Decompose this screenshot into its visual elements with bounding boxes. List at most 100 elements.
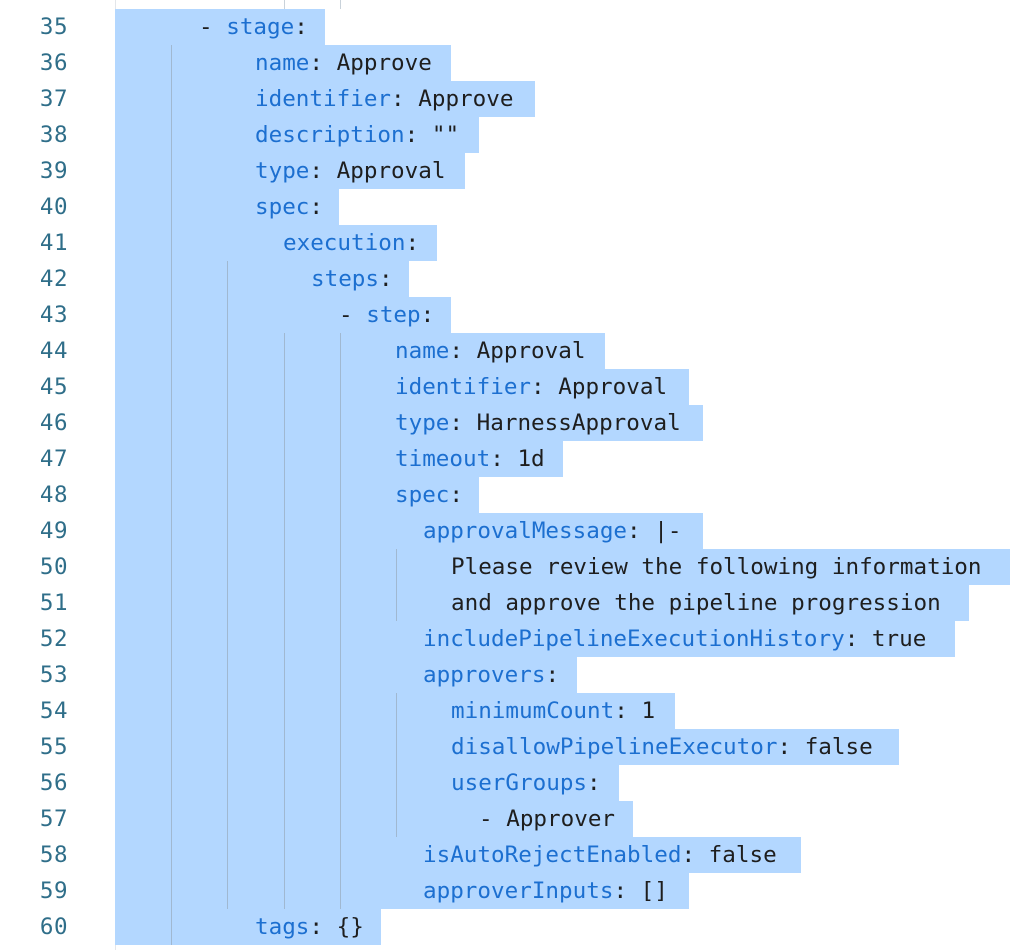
- indent-guide: [396, 549, 397, 585]
- selection-highlight: [115, 333, 605, 369]
- code-line[interactable]: 57- Approver: [0, 801, 1022, 837]
- line-number: 60: [39, 914, 68, 940]
- yaml-key: timeout: [395, 446, 491, 472]
- yaml-key: spec: [395, 482, 450, 508]
- yaml-value: Approve: [418, 86, 514, 112]
- yaml-colon: :: [449, 410, 477, 436]
- indent-guide: [284, 405, 285, 441]
- line-number: 38: [39, 122, 68, 148]
- yaml-value: Approval: [558, 374, 668, 400]
- code-text: approvers:: [423, 657, 559, 693]
- indent-guide: [284, 621, 285, 657]
- code-text: steps:: [311, 261, 393, 297]
- line-number: 43: [39, 302, 68, 328]
- line-number: 39: [39, 158, 68, 184]
- indent-guide: [227, 297, 228, 333]
- selection-highlight: [115, 189, 339, 225]
- code-line[interactable]: 46 type: HarnessApproval: [0, 405, 1022, 441]
- list-dash: -: [199, 14, 227, 40]
- yaml-colon: :: [545, 662, 560, 688]
- code-line[interactable]: 35- stage:: [0, 9, 1022, 45]
- code-line[interactable]: 43- step:: [0, 297, 1022, 333]
- yaml-value: 1: [641, 698, 656, 724]
- indent-guide: [171, 585, 172, 621]
- code-text: execution:: [283, 225, 419, 261]
- yaml-colon: :: [627, 518, 655, 544]
- yaml-value: Approver: [506, 806, 616, 832]
- indent-guide: [284, 477, 285, 513]
- line-number: 37: [39, 86, 68, 112]
- yaml-colon: :: [309, 158, 337, 184]
- yaml-key: name: [395, 338, 450, 364]
- indent-guide: [171, 657, 172, 693]
- selection-highlight: [115, 657, 577, 693]
- selection-highlight: [115, 117, 479, 153]
- indent-guide: [171, 765, 172, 801]
- yaml-value: and approve the pipeline progression: [451, 590, 941, 616]
- indent-guide: [171, 225, 172, 261]
- indent-guide: [171, 549, 172, 585]
- code-line[interactable]: 42 steps:: [0, 261, 1022, 297]
- indent-guide: [171, 81, 172, 117]
- yaml-value: Approval: [336, 158, 446, 184]
- indent-guide: [227, 333, 228, 369]
- indent-guide: [340, 549, 341, 585]
- yaml-key: disallowPipelineExecutor: [451, 734, 778, 760]
- code-text: approverInputs: []: [423, 873, 668, 909]
- indent-guide: [171, 189, 172, 225]
- line-number: 56: [39, 770, 68, 796]
- yaml-key: identifier: [395, 374, 532, 400]
- selection-highlight: [115, 477, 479, 513]
- indent-guide: [340, 513, 341, 549]
- yaml-key: userGroups: [451, 770, 588, 796]
- yaml-key: includePipelineExecutionHistory: [423, 626, 845, 652]
- yaml-colon: :: [681, 842, 709, 868]
- yaml-key: isAutoRejectEnabled: [423, 842, 682, 868]
- code-text: type: HarnessApproval: [395, 405, 681, 441]
- selection-highlight: [115, 549, 1010, 585]
- code-text: spec:: [395, 477, 463, 513]
- line-number: 55: [39, 734, 68, 760]
- indent-guide: [340, 801, 341, 837]
- yaml-value: {}: [336, 914, 364, 940]
- indent-guide: [171, 837, 172, 873]
- indent-guide: [227, 549, 228, 585]
- code-text: name: Approval: [395, 333, 585, 369]
- code-text: spec:: [255, 189, 323, 225]
- yaml-colon: :: [613, 878, 641, 904]
- indent-guide: [171, 801, 172, 837]
- indent-guide: [340, 657, 341, 693]
- yaml-colon: :: [449, 482, 464, 508]
- line-number: 46: [39, 410, 68, 436]
- yaml-colon: :: [294, 14, 308, 40]
- line-number: 36: [39, 50, 68, 76]
- indent-guide: [396, 729, 397, 765]
- yaml-key: approvalMessage: [423, 518, 628, 544]
- indent-guide: [284, 801, 285, 837]
- line-number: 49: [39, 518, 68, 544]
- line-number: 42: [39, 266, 68, 292]
